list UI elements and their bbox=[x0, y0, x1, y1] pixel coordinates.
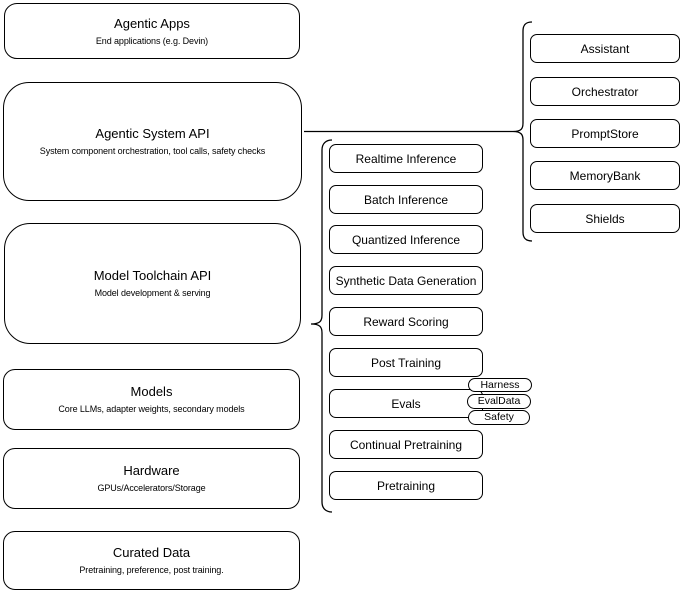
node-label: MemoryBank bbox=[569, 168, 641, 183]
node-continual-pretraining: Continual Pretraining bbox=[329, 430, 483, 459]
node-shields: Shields bbox=[530, 204, 680, 233]
tag-label: EvalData bbox=[477, 395, 521, 407]
tag-harness: Harness bbox=[468, 378, 532, 392]
node-evals: Evals bbox=[329, 389, 483, 418]
node-quantized-inference: Quantized Inference bbox=[329, 225, 483, 254]
node-label: Shields bbox=[585, 211, 625, 226]
node-label: Reward Scoring bbox=[363, 314, 449, 329]
node-pretraining: Pretraining bbox=[329, 471, 483, 500]
node-title: Agentic Apps bbox=[114, 15, 190, 31]
node-post-training: Post Training bbox=[329, 348, 483, 377]
node-orchestrator: Orchestrator bbox=[530, 77, 680, 106]
node-agentic-system-api: Agentic System API System component orch… bbox=[3, 82, 302, 201]
node-synthetic-data-generation: Synthetic Data Generation bbox=[329, 266, 483, 295]
node-label: Evals bbox=[391, 396, 421, 411]
node-subtitle: End applications (e.g. Devin) bbox=[95, 35, 209, 46]
node-realtime-inference: Realtime Inference bbox=[329, 144, 483, 173]
node-subtitle: Core LLMs, adapter weights, secondary mo… bbox=[58, 404, 245, 414]
node-label: Synthetic Data Generation bbox=[335, 273, 477, 288]
node-subtitle: GPUs/Accelerators/Storage bbox=[97, 483, 206, 493]
node-label: Assistant bbox=[580, 41, 630, 56]
node-title: Models bbox=[130, 384, 173, 399]
node-title: Agentic System API bbox=[95, 126, 210, 141]
tag-label: Safety bbox=[484, 411, 514, 423]
node-label: Pretraining bbox=[376, 478, 436, 493]
node-model-toolchain-api: Model Toolchain API Model development & … bbox=[4, 223, 301, 344]
node-curated-data: Curated Data Pretraining, preference, po… bbox=[3, 531, 300, 590]
node-title: Model Toolchain API bbox=[93, 268, 212, 283]
node-promptstore: PromptStore bbox=[530, 119, 680, 148]
node-title: Curated Data bbox=[112, 545, 191, 560]
node-label: Batch Inference bbox=[363, 192, 449, 207]
node-agentic-apps: Agentic Apps End applications (e.g. Devi… bbox=[4, 3, 300, 59]
node-models: Models Core LLMs, adapter weights, secon… bbox=[3, 369, 300, 430]
tag-label: Harness bbox=[480, 378, 520, 391]
node-label: Realtime Inference bbox=[355, 151, 457, 166]
node-batch-inference: Batch Inference bbox=[329, 185, 483, 214]
node-subtitle: System component orchestration, tool cal… bbox=[39, 146, 266, 156]
node-reward-scoring: Reward Scoring bbox=[329, 307, 483, 336]
node-subtitle: Model development & serving bbox=[94, 288, 211, 298]
node-label: Continual Pretraining bbox=[349, 437, 463, 452]
node-title: Hardware bbox=[123, 463, 180, 478]
node-memorybank: MemoryBank bbox=[530, 161, 680, 190]
node-label: Orchestrator bbox=[571, 84, 639, 99]
node-subtitle: Pretraining, preference, post training. bbox=[79, 565, 224, 575]
tag-evaldata: EvalData bbox=[467, 394, 531, 409]
node-label: Quantized Inference bbox=[351, 232, 461, 247]
node-assistant: Assistant bbox=[530, 34, 680, 63]
node-hardware: Hardware GPUs/Accelerators/Storage bbox=[3, 448, 300, 509]
tag-safety: Safety bbox=[468, 410, 530, 425]
node-label: PromptStore bbox=[571, 126, 639, 141]
node-label: Post Training bbox=[370, 355, 442, 370]
